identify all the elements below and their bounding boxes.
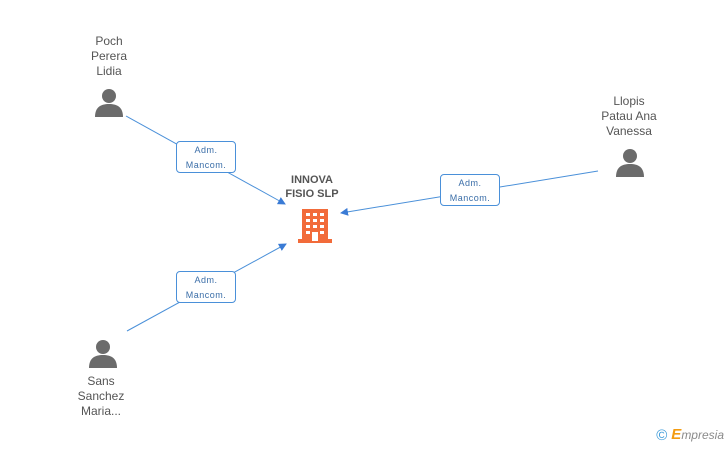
role-line2: Mancom. xyxy=(185,160,227,170)
person-name-line: Vanessa xyxy=(606,124,652,138)
person-icon[interactable] xyxy=(94,88,124,118)
role-line1: Adm. xyxy=(458,178,482,188)
role-badge-llopis[interactable]: Adm. Mancom. xyxy=(440,174,500,206)
role-line1: Adm. xyxy=(194,145,218,155)
role-line2: Mancom. xyxy=(449,193,491,203)
person-name-line: Sans xyxy=(87,374,115,388)
copyright-icon: © xyxy=(656,427,668,444)
person-name-llopis[interactable]: Llopis Patau Ana Vanessa xyxy=(574,94,684,139)
role-line2: Mancom. xyxy=(185,290,227,300)
role-line1: Adm. xyxy=(194,275,218,285)
person-name-line: Maria... xyxy=(80,404,121,418)
brand-e: E xyxy=(671,426,682,443)
building-icon[interactable] xyxy=(298,207,332,243)
person-name-line: Poch xyxy=(95,34,123,48)
person-name-sans[interactable]: Sans Sanchez Maria... xyxy=(46,374,156,419)
person-icon[interactable] xyxy=(88,339,118,369)
person-name-line: Lidia xyxy=(96,64,122,78)
person-icon[interactable] xyxy=(615,148,645,178)
company-name-line1: INNOVA xyxy=(291,174,333,186)
person-name-poch[interactable]: Poch Perera Lidia xyxy=(54,34,164,79)
person-name-line: Patau Ana xyxy=(601,109,657,123)
person-name-line: Sanchez xyxy=(77,389,125,403)
role-badge-poch[interactable]: Adm. Mancom. xyxy=(176,141,236,173)
person-name-line: Llopis xyxy=(613,94,645,108)
brand-logo[interactable]: ©Empresia xyxy=(656,426,724,444)
company-name[interactable]: INNOVA FISIO SLP xyxy=(257,173,367,201)
company-name-line2: FISIO SLP xyxy=(285,188,339,200)
role-badge-sans[interactable]: Adm. Mancom. xyxy=(176,271,236,303)
brand-rest: mpresia xyxy=(681,428,724,442)
person-name-line: Perera xyxy=(90,49,128,63)
